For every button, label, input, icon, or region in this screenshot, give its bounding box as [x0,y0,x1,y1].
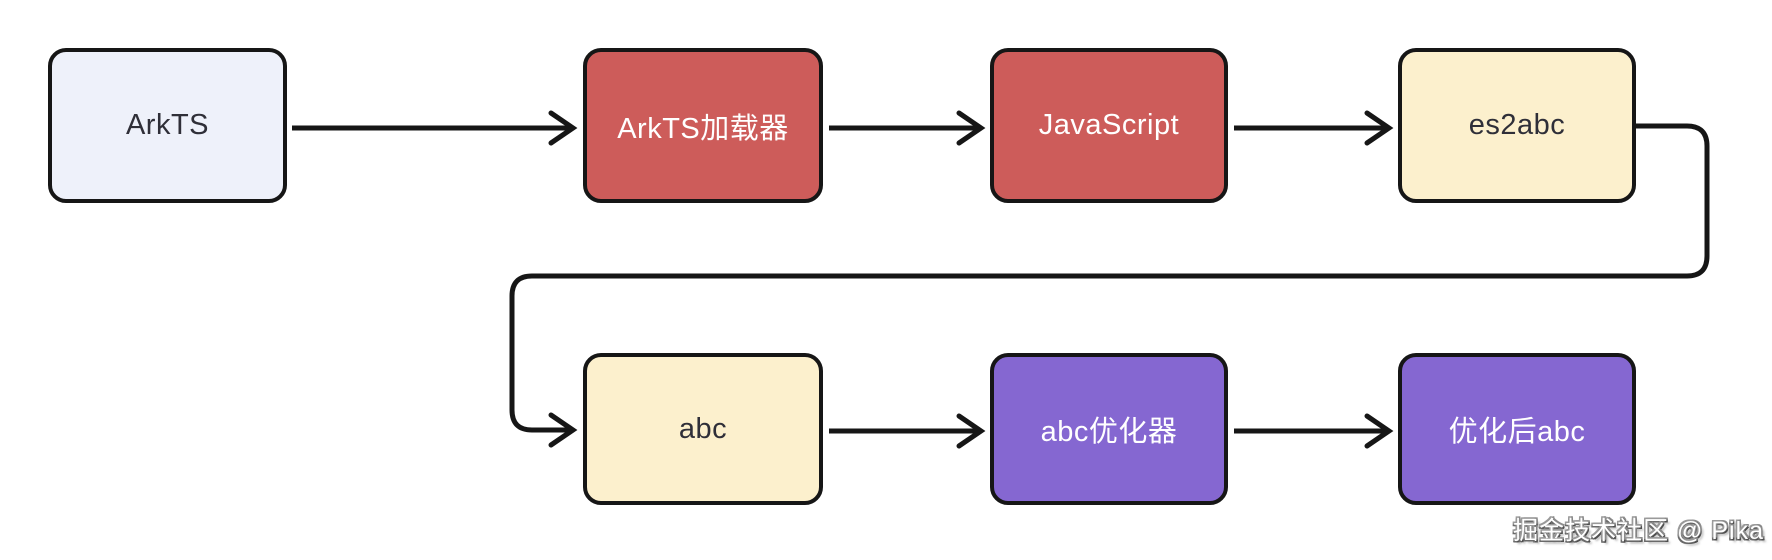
node-arkts: ArkTS [48,48,287,203]
watermark: 掘金技术社区 @ Pika [1513,517,1764,545]
node-es2abc-label: es2abc [1468,109,1566,141]
node-arkts-loader: ArkTS加载器 [583,48,823,203]
node-abc: abc [583,353,823,505]
node-javascript: JavaScript [990,48,1228,203]
node-arkts-label: ArkTS [125,109,210,141]
node-optimized-abc: 优化后abc [1398,353,1636,505]
node-abc-optimizer: abc优化器 [990,353,1228,505]
node-es2abc: es2abc [1398,48,1636,203]
node-abc-optimizer-label: abc优化器 [1040,416,1178,448]
node-arkts-loader-label: ArkTS加载器 [617,112,789,145]
edge-es2abc-to-abc [509,123,1710,448]
node-abc-label: abc [678,412,728,445]
node-optimized-abc-label: 优化后abc [1448,416,1586,448]
node-javascript-label: JavaScript [1038,109,1180,141]
